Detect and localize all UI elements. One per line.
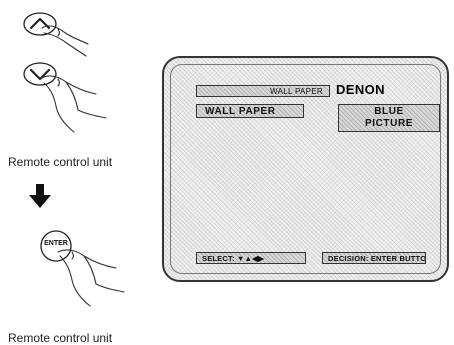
caption-remote-control-top: Remote control unit <box>8 155 113 169</box>
hand-pressing-icon <box>41 25 89 57</box>
setting-value-line1: BLUE <box>374 106 404 117</box>
caption-remote-control-bottom: Remote control unit <box>8 331 113 345</box>
chevron-down-button-icon <box>23 62 57 86</box>
tv-screen-inner-border <box>170 64 441 274</box>
footer-decision-text: DECISION: ENTER BUTTON <box>328 253 426 263</box>
setting-label-box: WALL PAPER <box>196 104 304 118</box>
footer-select-text: SELECT: ▼▲◀▶ <box>202 253 265 263</box>
remote-enter-button-illustration <box>40 230 125 307</box>
enter-key-label: ENTER <box>44 240 68 247</box>
setting-label: WALL PAPER <box>205 105 276 117</box>
hand-pressing-icon <box>57 249 125 307</box>
hand-pressing-icon <box>41 75 107 133</box>
menu-title: WALL PAPER <box>270 86 323 96</box>
remote-up-button-illustration <box>23 12 89 57</box>
enter-button-icon <box>40 230 72 262</box>
brand-logo: DENON <box>336 82 385 97</box>
menu-title-bar: WALL PAPER <box>196 85 330 97</box>
setting-value-box: BLUE PICTURE <box>338 104 440 132</box>
remote-down-button-illustration <box>23 62 107 133</box>
tv-screen: WALL PAPER DENON WALL PAPER BLUE PICTURE… <box>162 56 449 282</box>
arrow-down-icon <box>29 184 51 208</box>
footer-decision-hint: DECISION: ENTER BUTTON <box>322 252 426 264</box>
setting-value-line2: PICTURE <box>364 118 414 129</box>
footer-select-hint: SELECT: ▼▲◀▶ <box>196 252 306 264</box>
chevron-up-button-icon <box>23 12 57 36</box>
